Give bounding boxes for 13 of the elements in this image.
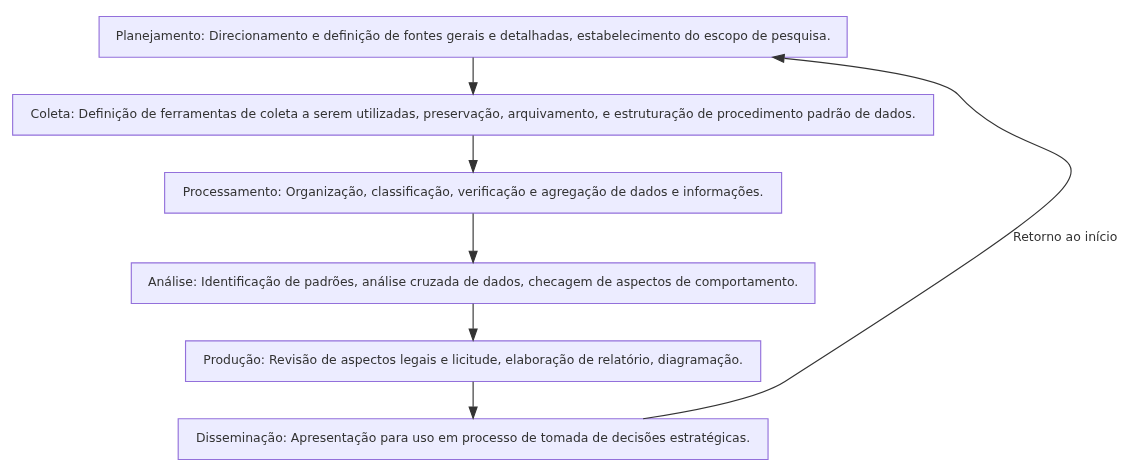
arrow <box>468 134 478 174</box>
node-box: Coleta: Definição de ferramentas de coleta a serem utilizadas, preservação, arquivamento, e estruturação de procedimento padrão de dados. <box>12 93 935 136</box>
arrow <box>468 380 478 420</box>
arrow <box>642 53 1072 419</box>
node-box: Análise: Identificação de padrões, análise cruzada de dados, checagem de aspectos de comportamento. <box>130 261 816 304</box>
edge-label: Retorno ao início <box>1013 228 1118 244</box>
node-box: Produção: Revisão de aspectos legais e licitude, elaboração de relatório, diagramação. <box>184 339 762 382</box>
arrow <box>468 302 478 342</box>
node-box: Planejamento: Direcionamento e definição de fontes gerais e detalhadas, estabelecimento do escopo de pesquisa. <box>98 15 848 58</box>
node-box: Disseminação: Apresentação para uso em processo de tomada de decisões estratégicas. <box>177 417 769 460</box>
arrow <box>468 56 478 96</box>
node-box: Processamento: Organização, classificação, verificação e agregação de dados e informações. <box>164 171 783 214</box>
arrow <box>468 212 478 264</box>
